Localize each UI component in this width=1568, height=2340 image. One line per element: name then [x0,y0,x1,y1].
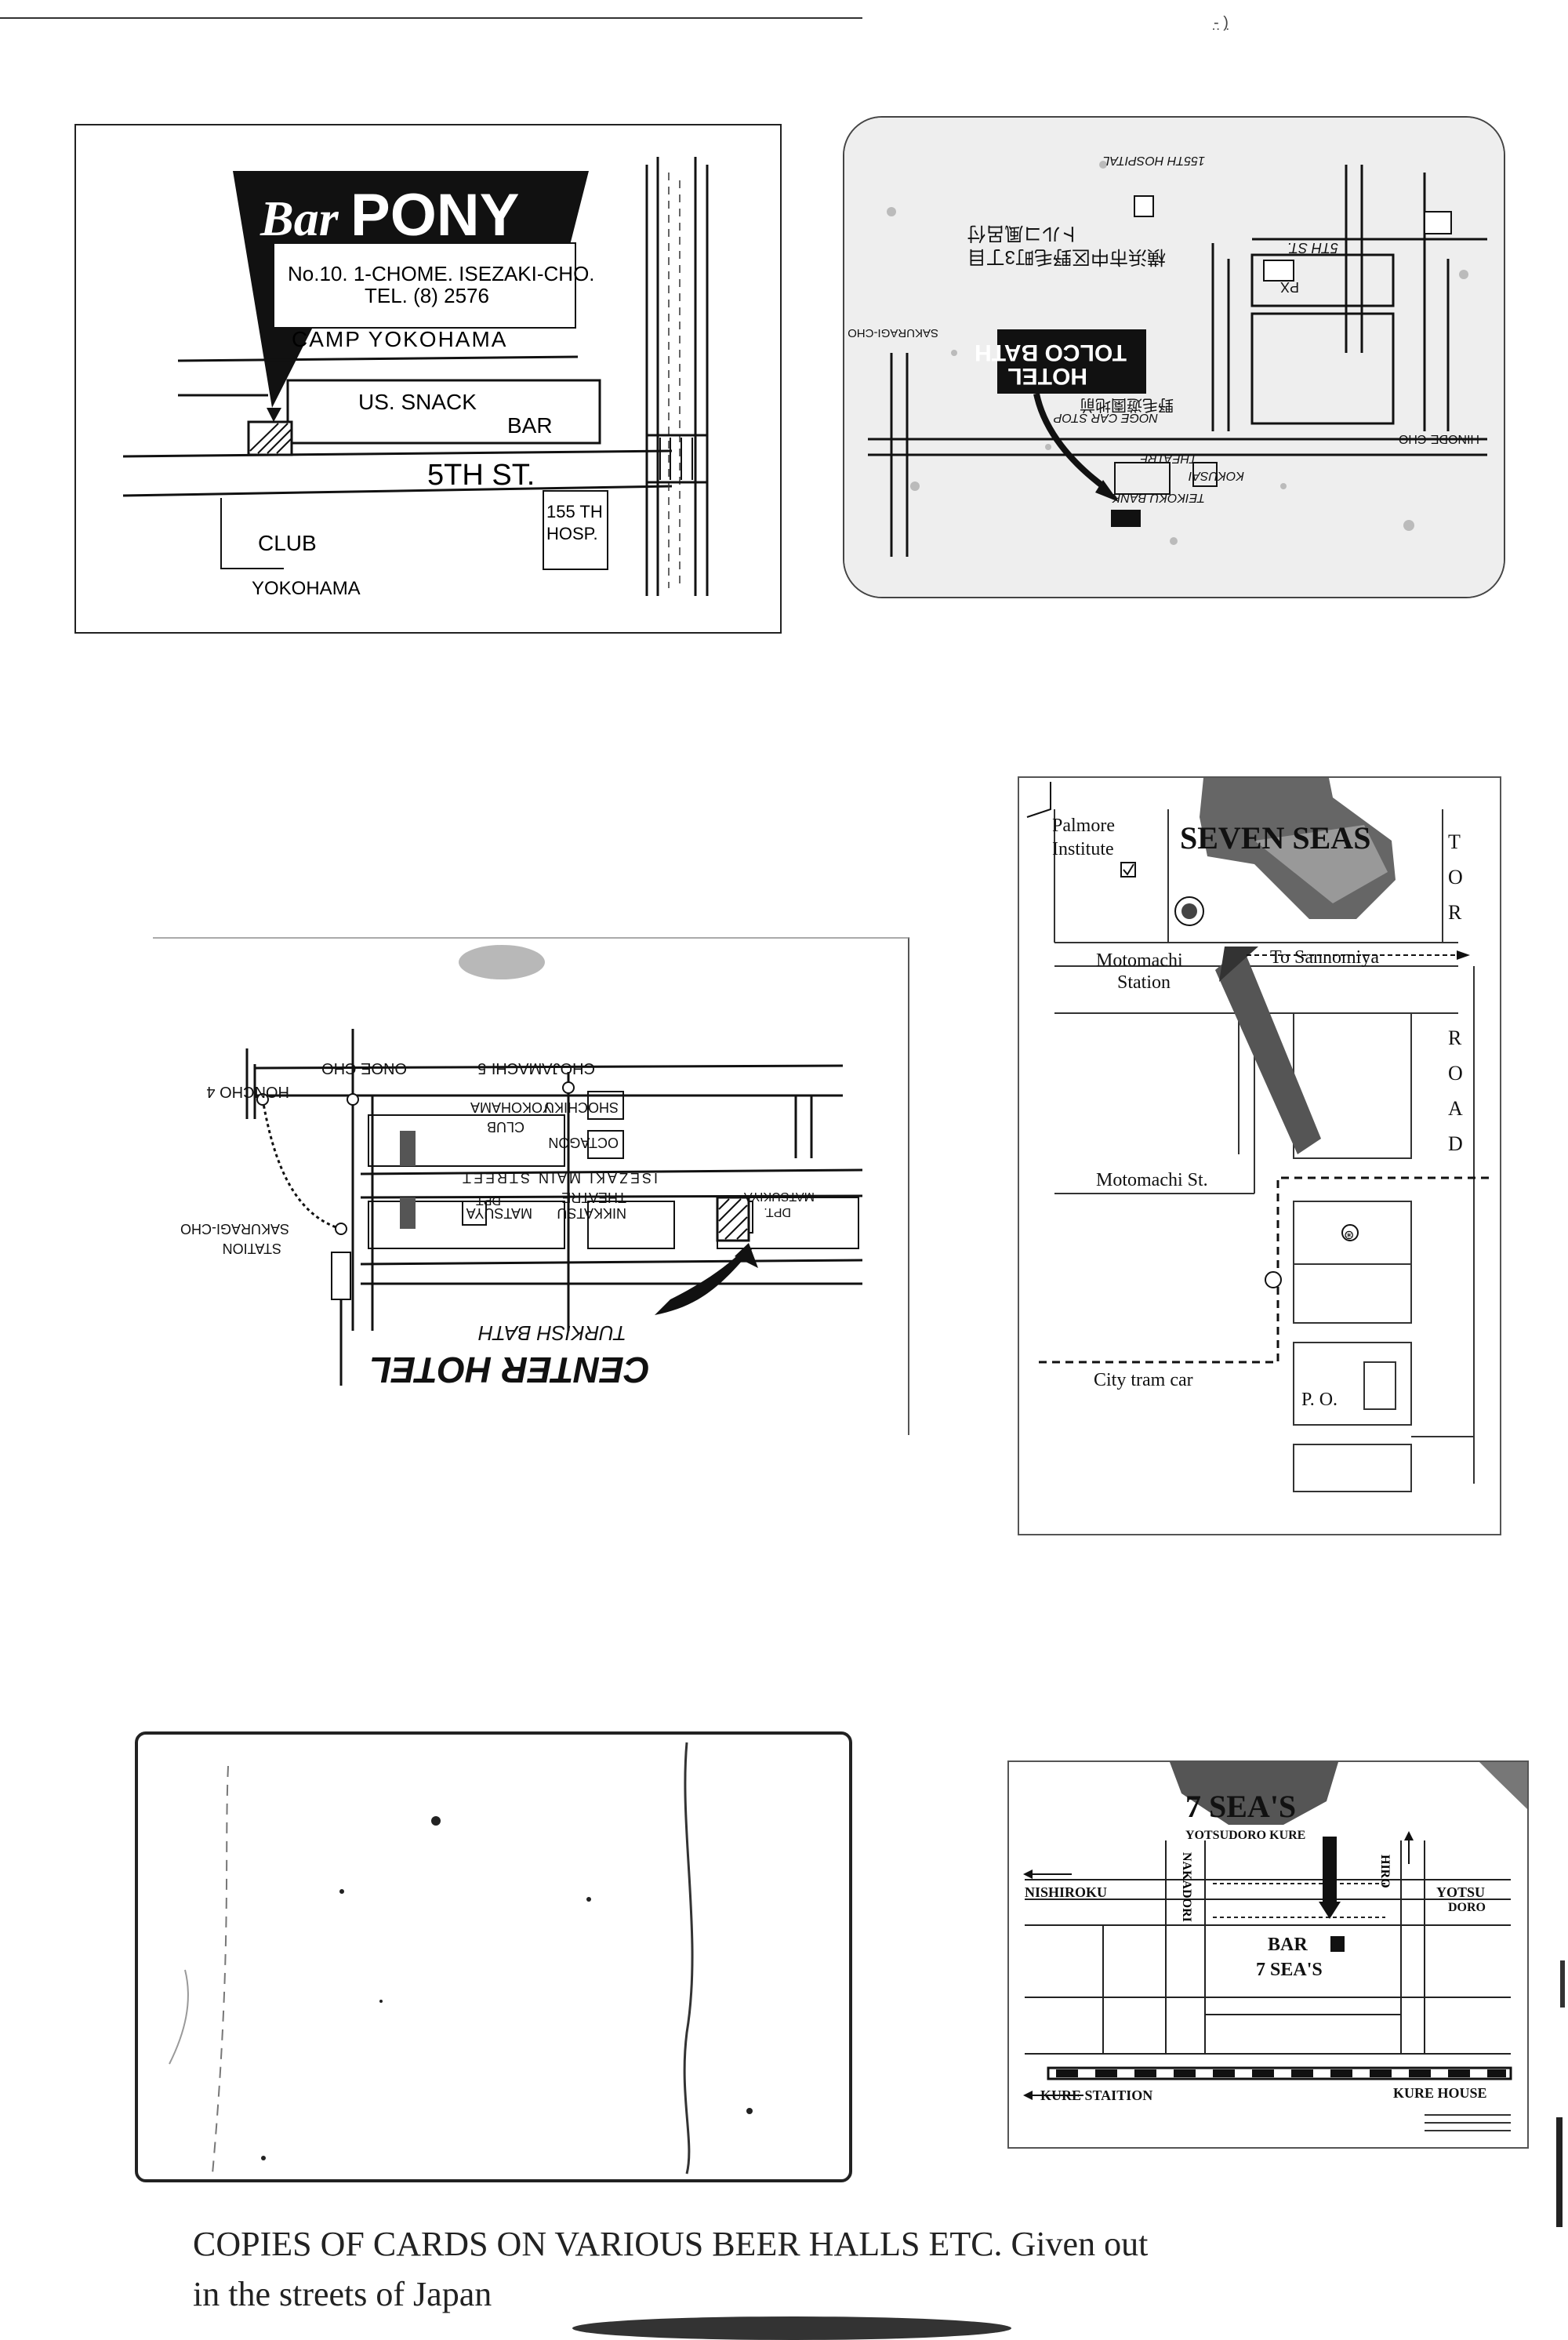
sevenseas-road-o: O [1448,1062,1463,1085]
center-sakuragi: SAKURAGI-CHO [180,1221,289,1237]
sevenseas-po: P. O. [1301,1390,1338,1410]
sevenseas-tor-t: T [1448,830,1461,853]
sevenseas-sannomiya: To Sannomiya [1270,947,1379,968]
seven-seas-kure-map: 7 SEA'S YOTSUDORO KURE NISHIROKU YOTSU D… [1023,1762,1527,2131]
tolco-jp-2: トルコ風呂付 [967,223,1080,244]
bar-pony-card: Bar PONY No.10. 1-CHOME. ISEZAKI-CHO. TE… [74,124,782,634]
center-chojamachi: CHOJAMACHI-5 [477,1059,595,1077]
sevenseas-road-d: D [1448,1132,1463,1155]
pony-city: YOKOHAMA [252,578,361,599]
center-matsuya: MATSUYA [466,1205,532,1221]
kure-yotsu: YOTSU [1436,1884,1485,1900]
pony-street: 5TH ST. [427,459,535,492]
top-rule [0,17,862,19]
center-octagon: OCTAGON [548,1135,619,1150]
caption-line-2: in the streets of Japan [193,2275,492,2313]
corner-mark: -̣ ̣) ̣ [1214,14,1233,31]
kure-house: KURE HOUSE [1393,2085,1487,2101]
tolco-hosp: 155TH HOSPITAL [1103,154,1205,167]
kure-bar-2: 7 SEA'S [1256,1960,1323,1980]
edge-speckles-2 [1556,2117,1563,2227]
sevenseas-palmore-1: Palmore [1052,816,1115,836]
blank-card-texture [169,1742,753,2175]
seven-seas-card: ⊛ SEVEN SEAS Palmore Institute T O R R O… [1018,776,1501,1535]
pony-tel: TEL. (8) 2576 [365,284,489,307]
sevenseas-title: SEVEN SEAS [1180,820,1370,856]
center-main-street: ISEZAKI MAIN STREET [460,1170,658,1186]
center-nikkatsu: NIKKATSU [557,1205,626,1221]
pony-brand-small: Bar [260,191,339,246]
tolco-bath-card: TOLCO BATH HOTEL NOGE CAR STOP THEATRE K… [843,116,1505,598]
center-hotel-card: CENTER HOTEL TURKISH BATH CHOJAMACHI-5 O… [153,937,909,1435]
kure-station: KURE STAITION [1040,2087,1152,2103]
sevenseas-motomachi-1: Motomachi [1096,950,1183,971]
kure-bar-1: BAR [1268,1935,1308,1955]
center-onoe: ONOE CHO [321,1059,407,1077]
pony-club: CLUB [258,531,317,555]
kure-doro: DORO [1448,1901,1486,1914]
seven-seas-map: ⊛ SEVEN SEAS Palmore Institute T O R R O… [1026,778,1490,1492]
pony-snack: US. SNACK [358,390,477,414]
svg-text:⊛: ⊛ [1344,1229,1354,1242]
pony-brand-big: PONY [350,182,519,249]
center-yokohama-1: YOKOHAMA [470,1099,552,1115]
tolco-banner [997,329,1146,394]
pony-camp: CAMP YOKOHAMA [292,327,507,351]
center-theatre: THEATRE [561,1190,626,1205]
kure-title: 7 SEA'S [1185,1789,1296,1824]
pony-banner [233,171,589,408]
tolco-hotel-1: TOLCO BATH [975,340,1127,365]
tolco-theatre: THEATRE [1139,452,1197,465]
sevenseas-tram: City tram car [1094,1370,1193,1390]
center-matsuya-dpt: DPT. [474,1194,501,1207]
page-caption: COPIES OF CARDS ON VARIOUS BEER HALLS ET… [193,2219,1447,2320]
tolco-teikoku: TEIKOKU BANK [1111,491,1205,504]
blank-card [135,1731,852,2182]
pony-bar: BAR [507,413,553,438]
tolco-sakuragi: SAKURAGI-CHO STATI. [844,326,938,340]
center-title: CENTER HOTEL [369,1350,650,1390]
kure-hiro: HIRO [1378,1855,1392,1888]
sevenseas-palmore-2: Institute [1052,839,1114,859]
center-honcho: HONCHO 4 [206,1083,289,1100]
tolco-map: TOLCO BATH HOTEL NOGE CAR STOP THEATRE K… [844,118,1504,597]
bottom-smudge [572,2316,1011,2340]
tolco-px: PX [1280,279,1299,295]
tolco-hotel-2: HOTEL [1007,363,1087,389]
edge-speckles [1560,1960,1565,2008]
pony-address: No.10. 1-CHOME. ISEZAKI-CHO. [288,262,595,285]
center-matsukiya-dpt: DPT. [764,1205,791,1219]
tolco-5th: 5TH ST. [1287,240,1338,256]
sevenseas-motomachi-2: Station [1117,972,1171,993]
center-matsukiya: MATSUKIYA [744,1190,815,1203]
bar-pony-map: Bar PONY No.10. 1-CHOME. ISEZAKI-CHO. TE… [122,157,709,599]
pony-hosp-1: 155 TH [546,502,603,521]
center-subtitle: TURKISH BATH [478,1321,626,1345]
tolco-noge: NOGE CAR STOP [1054,411,1158,424]
center-hotel-map: CENTER HOTEL TURKISH BATH CHOJAMACHI-5 O… [180,945,863,1390]
tolco-jp-3: 野毛遊園地前 [1080,396,1174,414]
kure-nakadori: NAKADORI [1180,1852,1193,1922]
sevenseas-tor-o: O [1448,866,1463,888]
kure-nishiroku: NISHIROKU [1025,1884,1107,1900]
sevenseas-road-a: A [1448,1097,1463,1120]
center-station: STATION [223,1241,281,1256]
tolco-hinode: HINODE-CHO [1399,432,1479,445]
kure-subtitle: YOTSUDORO KURE [1185,1829,1305,1842]
pony-hosp-2: HOSP. [546,524,598,543]
seven-seas-kure-card: 7 SEA'S YOTSUDORO KURE NISHIROKU YOTSU D… [1007,1760,1529,2149]
center-shochiku: SHOCHIKU [544,1099,619,1115]
sevenseas-road-r: R [1448,1026,1462,1049]
tolco-jp-1: 横浜市中区野毛町3丁目 [967,246,1166,267]
caption-line-1: COPIES OF CARDS ON VARIOUS BEER HALLS ET… [193,2225,1149,2263]
sevenseas-tor-r: R [1448,901,1462,924]
sevenseas-motomachi-st: Motomachi St. [1096,1170,1208,1190]
tolco-kokusai: KOKUSAI [1188,469,1244,482]
center-yokohama-2: CLUB [487,1119,524,1135]
